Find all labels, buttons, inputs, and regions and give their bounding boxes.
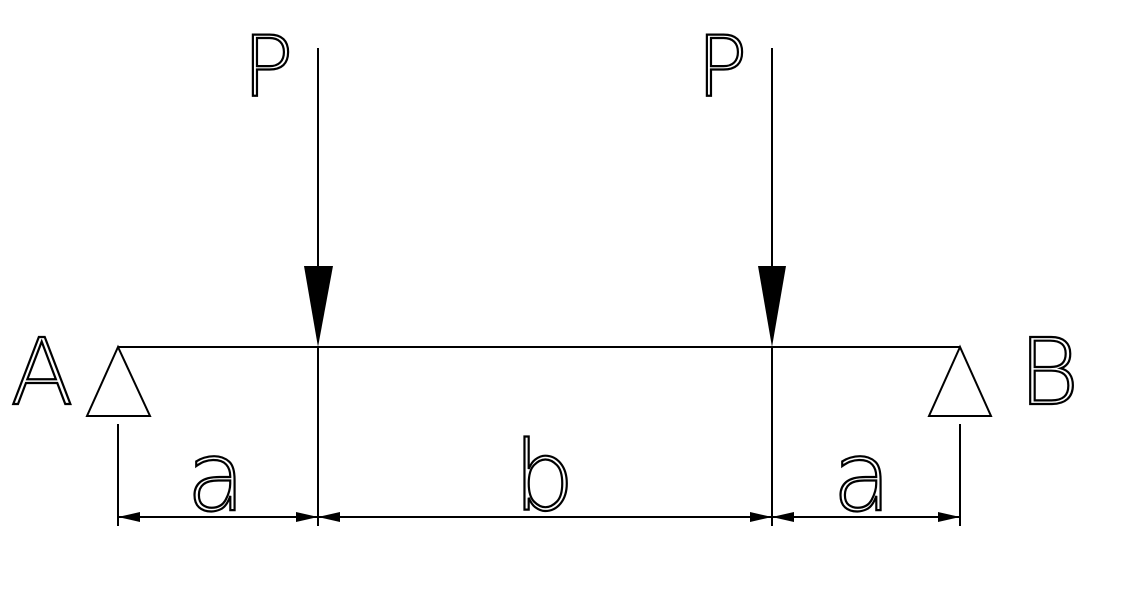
load-right-label: P: [697, 18, 748, 116]
support-a-label: A: [11, 319, 74, 426]
dim-arrow: [318, 512, 340, 522]
span-a-left-label: a: [187, 421, 246, 533]
span-a-right-label: a: [833, 421, 892, 533]
dim-arrow: [938, 512, 960, 522]
load-left-arrowhead: [304, 266, 333, 347]
dim-arrow: [118, 512, 140, 522]
support-b-label: B: [1019, 319, 1079, 426]
support-a-triangle: [85, 344, 152, 417]
dim-arrow: [296, 512, 318, 522]
dim-arrow: [772, 512, 794, 522]
load-left-label: P: [243, 18, 294, 116]
support-b-triangle: [927, 344, 993, 417]
dim-arrow: [750, 512, 772, 522]
load-right-arrowhead: [758, 266, 786, 347]
span-b-label: b: [514, 421, 575, 533]
